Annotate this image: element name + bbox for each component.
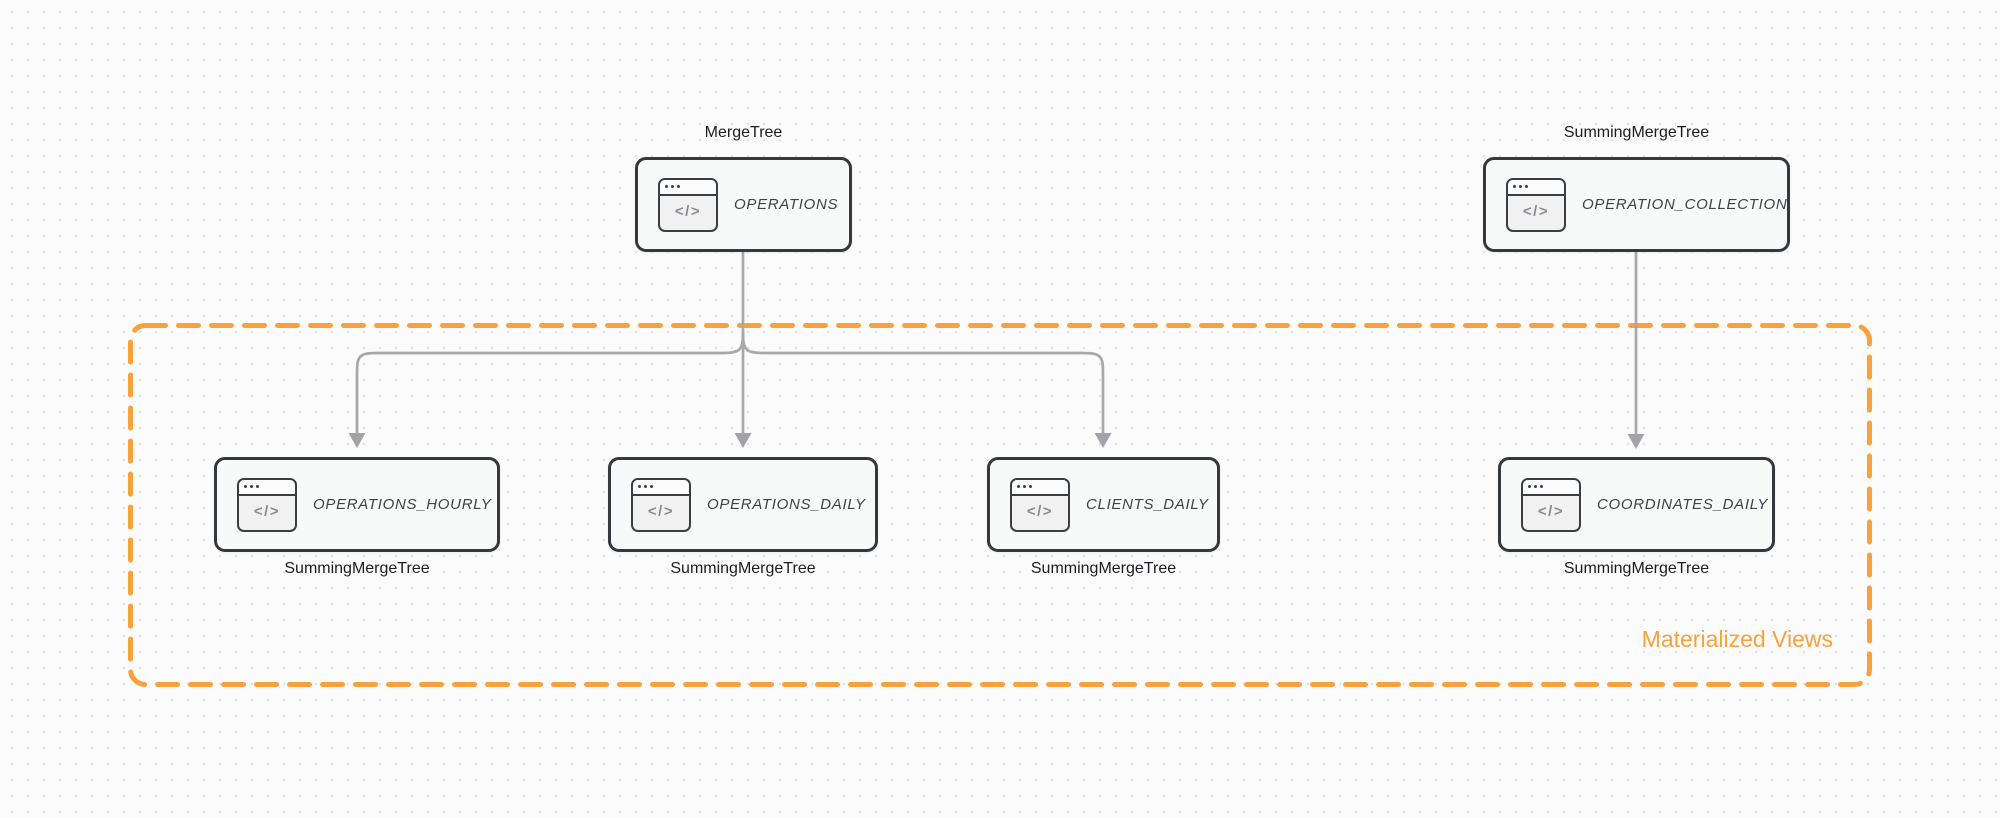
node-title: OPERATIONS_DAILY: [707, 496, 866, 513]
engine-label-coordinates-daily: SummingMergeTree: [1563, 560, 1710, 577]
node-operations-hourly[interactable]: </> OPERATIONS_HOURLY: [214, 457, 500, 552]
window-titlebar: [633, 479, 689, 496]
window-dot: [244, 485, 247, 488]
window-dot: [1540, 485, 1543, 488]
window-dot: [671, 185, 674, 188]
arrowhead-coordinates-daily: [1627, 434, 1645, 449]
window-dot: [638, 485, 641, 488]
edge-operations-to-clients-daily[interactable]: [741, 333, 1105, 433]
window-dot: [1525, 185, 1528, 188]
window-dot: [677, 185, 680, 188]
window-dot: [650, 485, 653, 488]
window-dot: [1519, 185, 1522, 188]
code-glyph: </>: [647, 503, 675, 520]
node-operations-daily[interactable]: </> OPERATIONS_DAILY: [608, 457, 878, 552]
code-window-icon: </>: [1506, 177, 1566, 232]
window-dot: [1513, 185, 1516, 188]
window-dot: [250, 485, 253, 488]
window-titlebar: [1523, 479, 1579, 496]
code-glyph: </>: [1026, 503, 1054, 520]
code-window-icon: </>: [658, 177, 718, 232]
window-titlebar: [239, 479, 295, 496]
node-operations[interactable]: </> OPERATIONS: [635, 157, 852, 252]
node-title: OPERATIONS: [734, 196, 839, 213]
arrowhead-clients-daily: [1094, 433, 1112, 448]
engine-label-operations: MergeTree: [704, 124, 783, 141]
materialized-views-label: Materialized Views: [1641, 626, 1833, 652]
arrowhead-operations-daily: [734, 433, 752, 448]
materialized-views-group-box[interactable]: [128, 323, 1872, 687]
engine-label-operations-daily: SummingMergeTree: [670, 560, 816, 577]
window-dot: [644, 485, 647, 488]
window-dot: [256, 485, 259, 488]
code-window-icon: </>: [1521, 477, 1581, 532]
code-glyph: </>: [253, 503, 281, 520]
arrowhead-operations-hourly: [348, 433, 366, 448]
window-dot: [665, 185, 668, 188]
node-title: OPERATION_COLLECTION: [1582, 196, 1788, 213]
code-glyph: </>: [1522, 203, 1550, 220]
code-glyph: </>: [674, 203, 702, 220]
window-titlebar: [660, 179, 716, 196]
node-operation-collection[interactable]: </> OPERATION_COLLECTION: [1483, 157, 1790, 252]
window-dot: [1029, 485, 1032, 488]
engine-label-operations-hourly: SummingMergeTree: [284, 560, 430, 577]
node-title: CLIENTS_DAILY: [1086, 496, 1209, 513]
node-title: COORDINATES_DAILY: [1597, 496, 1769, 513]
window-dot: [1528, 485, 1531, 488]
code-window-icon: </>: [237, 477, 297, 532]
node-clients-daily[interactable]: </> CLIENTS_DAILY: [987, 457, 1220, 552]
engine-label-operation-collection: SummingMergeTree: [1563, 124, 1710, 141]
window-dot: [1534, 485, 1537, 488]
code-window-icon: </>: [631, 477, 691, 532]
window-titlebar: [1012, 479, 1068, 496]
code-glyph: </>: [1537, 503, 1565, 520]
engine-label-clients-daily: SummingMergeTree: [1030, 560, 1177, 577]
edge-operations-to-operations-hourly[interactable]: [355, 333, 745, 433]
node-coordinates-daily[interactable]: </> COORDINATES_DAILY: [1498, 457, 1775, 552]
window-dot: [1017, 485, 1020, 488]
code-window-icon: </>: [1010, 477, 1070, 532]
window-titlebar: [1508, 179, 1564, 196]
node-title: OPERATIONS_HOURLY: [313, 496, 492, 513]
window-dot: [1023, 485, 1026, 488]
